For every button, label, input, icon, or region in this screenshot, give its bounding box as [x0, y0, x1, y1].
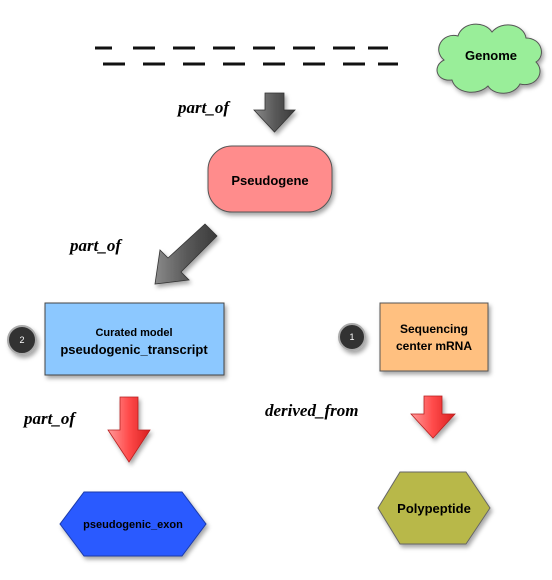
- derived-from-label: derived_from: [265, 401, 358, 420]
- pseudogene-node: [207, 145, 333, 213]
- derived-from-arrow: [410, 395, 456, 439]
- part-of-arrow-1: [253, 92, 296, 133]
- sequencing-mrna-node: [379, 302, 489, 372]
- polypeptide-label: Polypeptide: [397, 501, 471, 516]
- badge-1-label: 1: [349, 332, 354, 342]
- badge-2: [7, 325, 37, 355]
- genome-cloud: [436, 23, 542, 94]
- genome-sequence-dashes: [95, 46, 398, 66]
- part-of-arrow-3: [107, 396, 151, 463]
- genome-label: Genome: [465, 48, 517, 63]
- pseudogenic-exon-label: pseudogenic_exon: [83, 519, 183, 531]
- part-of-arrow-2: [154, 223, 218, 285]
- curated-model-line1: Curated model: [95, 327, 172, 339]
- curated-model-line2: pseudogenic_transcript: [60, 342, 208, 357]
- sequencing-mrna-line1: Sequencing: [400, 322, 468, 336]
- pseudogenic-exon-node: [59, 491, 207, 557]
- part-of-label-3: part_of: [22, 409, 77, 428]
- curated-model-node: [44, 302, 225, 376]
- badge-2-label: 2: [19, 335, 24, 345]
- genome-node: [436, 23, 542, 94]
- pseudogene-label: Pseudogene: [231, 173, 308, 188]
- badge-1: [338, 323, 366, 351]
- part-of-label-2: part_of: [68, 236, 123, 255]
- sequencing-mrna-line2: center mRNA: [396, 339, 472, 353]
- polypeptide-node: [377, 471, 491, 545]
- part-of-label-1: part_of: [176, 98, 231, 117]
